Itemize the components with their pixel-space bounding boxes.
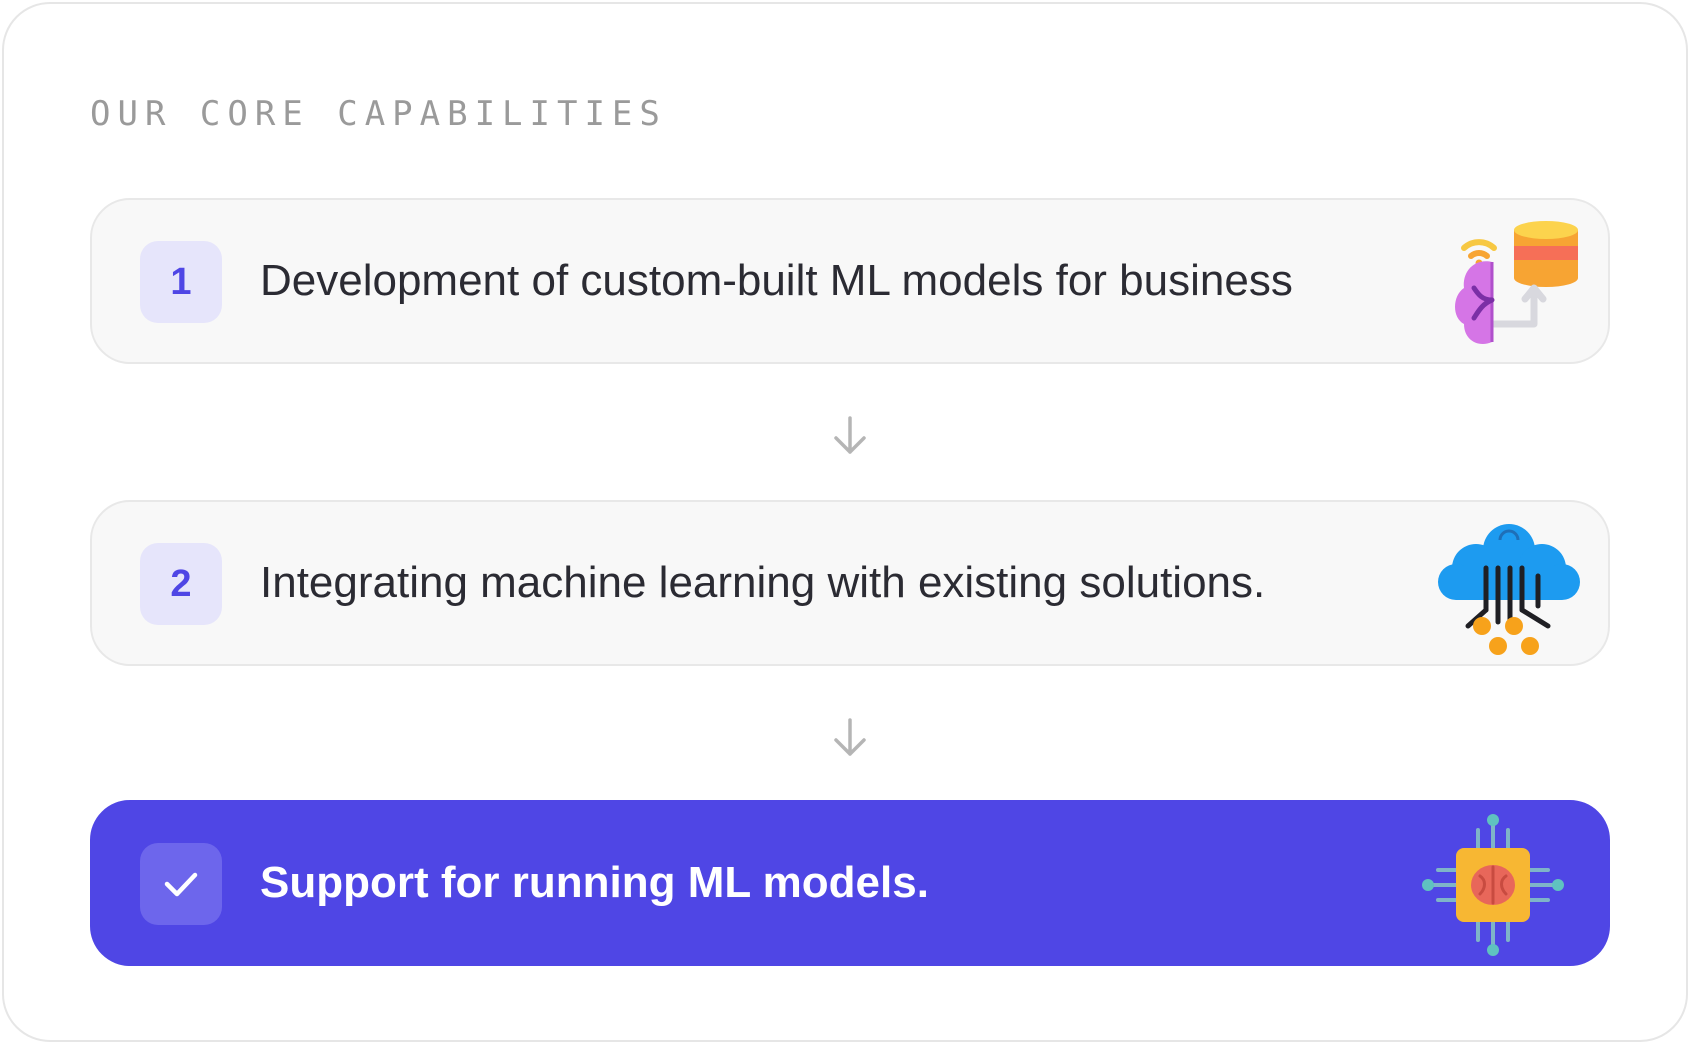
- step-label: Support for running ML models.: [260, 858, 929, 907]
- checkmark-icon: [164, 872, 198, 897]
- step-label: Integrating machine learning with existi…: [260, 558, 1266, 607]
- step-number-badge: 2: [140, 543, 222, 625]
- down-arrow-icon: [834, 718, 866, 756]
- step-label: Development of custom-built ML models fo…: [260, 256, 1293, 305]
- step-check-badge: [140, 843, 222, 925]
- capability-step-2: 2 Integrating machine learning with exis…: [90, 500, 1610, 666]
- capability-step-1: 1 Development of custom-built ML models …: [90, 198, 1610, 364]
- cloud-network-icon: [1438, 524, 1580, 655]
- down-arrow-icon: [834, 416, 866, 454]
- ai-chip-brain-icon: [1422, 814, 1564, 956]
- section-eyebrow: OUR CORE CAPABILITIES: [90, 94, 667, 134]
- step-number-badge: 1: [140, 241, 222, 323]
- brain-database-icon: [1455, 221, 1578, 344]
- capability-step-3: Support for running ML models.: [90, 800, 1610, 966]
